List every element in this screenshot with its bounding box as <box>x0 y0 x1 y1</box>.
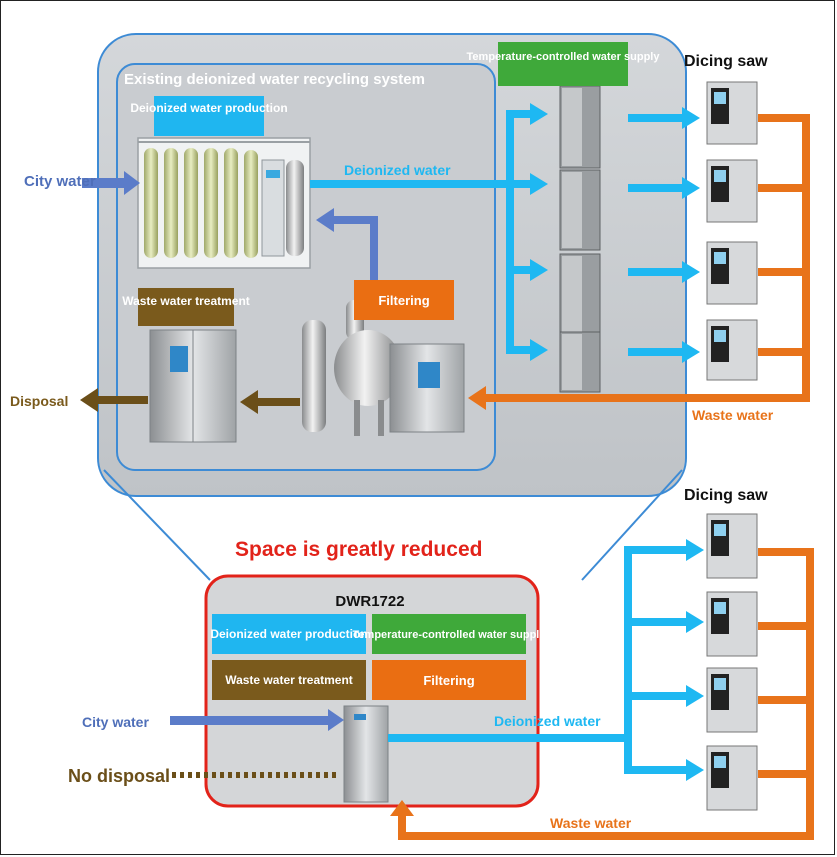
waste-water-treatment-cabinet <box>149 329 237 443</box>
temperature-controlled-units <box>559 85 601 393</box>
waste-water-flow-bottom <box>390 548 814 840</box>
disposal-label: Disposal <box>10 393 68 409</box>
dicing-saws-bottom <box>706 513 758 811</box>
deionized-flow-bottom <box>388 539 704 781</box>
dwr1722-model: DWR1722 <box>335 593 404 610</box>
dwr-waste-treatment-box <box>212 660 366 700</box>
deionized-water-production-unit <box>137 137 311 269</box>
deionized-flow-top <box>310 103 700 363</box>
dwr-deionized-production-box <box>212 614 366 654</box>
waste-water-label-bottom: Waste water <box>550 815 632 831</box>
filter-to-waste-arrow <box>240 390 300 414</box>
dwr-waste-treatment-label: Waste water treatment <box>225 673 353 687</box>
dicing-saw-label-top: Dicing saw <box>684 53 768 70</box>
waste-water-flow-top <box>468 114 810 410</box>
space-reduced-headline: Space is greatly reduced <box>235 538 482 561</box>
dwr-filtering-box <box>372 660 526 700</box>
dwr-filtering-label: Filtering <box>423 673 474 688</box>
filtering-label-box <box>354 280 454 320</box>
disposal-arrow <box>80 388 148 412</box>
no-disposal-label: No disposal <box>68 766 170 786</box>
city-water-label-bottom: City water <box>82 714 149 730</box>
dicing-saws-top <box>706 81 758 381</box>
city-water-label-top: City water <box>24 173 96 190</box>
filtered-return-arrow <box>316 208 378 282</box>
deionized-water-label-bottom: Deionized water <box>494 713 601 729</box>
deionized-production-label: Deionized water production <box>130 101 287 115</box>
zoom-line-right <box>581 469 683 581</box>
dwr-temperature-controlled-label: Temperature-controlled water supply <box>353 629 547 641</box>
dwr1722-unit <box>343 705 389 803</box>
temperature-controlled-label: Temperature-controlled water supply <box>467 51 661 63</box>
dwr-temperature-controlled-box <box>372 614 526 654</box>
dwr-deionized-production-label: Deionized water production <box>210 627 367 641</box>
waste-treatment-label-box <box>138 288 234 326</box>
filtering-label: Filtering <box>378 293 429 308</box>
temperature-controlled-label-box <box>498 42 628 86</box>
city-water-arrow-top <box>82 171 140 195</box>
waste-water-label-top: Waste water <box>692 407 774 423</box>
deionized-production-label-box <box>154 96 264 136</box>
existing-system-title: Existing deionized water recycling syste… <box>124 71 425 88</box>
deionized-water-label-top: Deionized water <box>344 162 451 178</box>
waste-treatment-label: Waste water treatment <box>122 294 250 308</box>
zoom-line-left <box>103 469 211 581</box>
city-water-arrow-bottom <box>170 709 344 731</box>
dicing-saw-label-bottom: Dicing saw <box>684 487 768 504</box>
